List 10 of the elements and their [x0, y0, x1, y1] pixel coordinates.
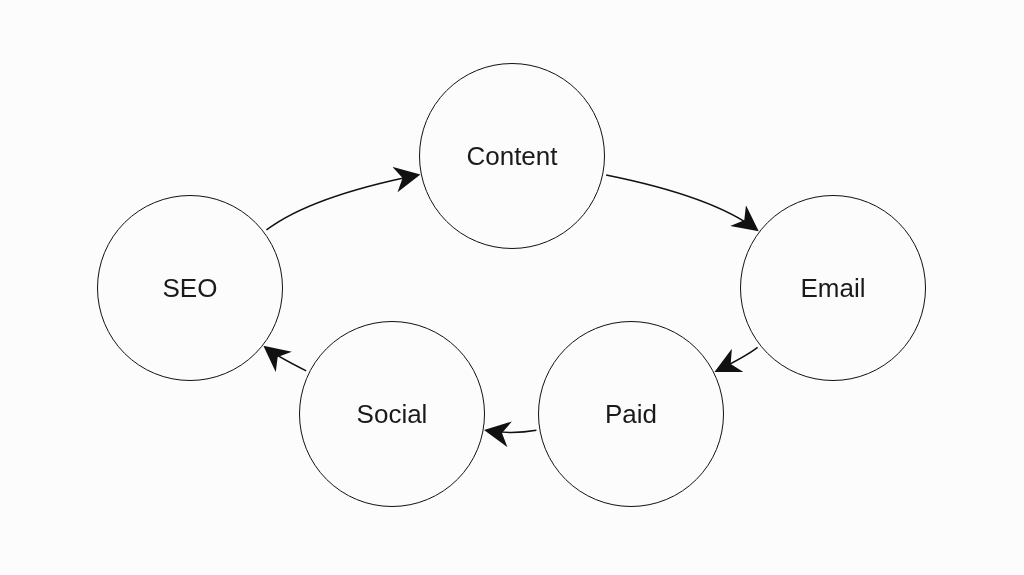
node-label: Paid: [604, 398, 657, 430]
arrow: [714, 346, 759, 373]
arrow: [605, 174, 759, 232]
node-label: Content: [466, 140, 558, 172]
arrow: [484, 421, 538, 447]
node-label: Email: [800, 272, 866, 304]
node-label: Social: [356, 398, 428, 430]
node-label: SEO: [162, 272, 218, 304]
arrow: [265, 167, 421, 231]
arrow: [263, 345, 307, 372]
